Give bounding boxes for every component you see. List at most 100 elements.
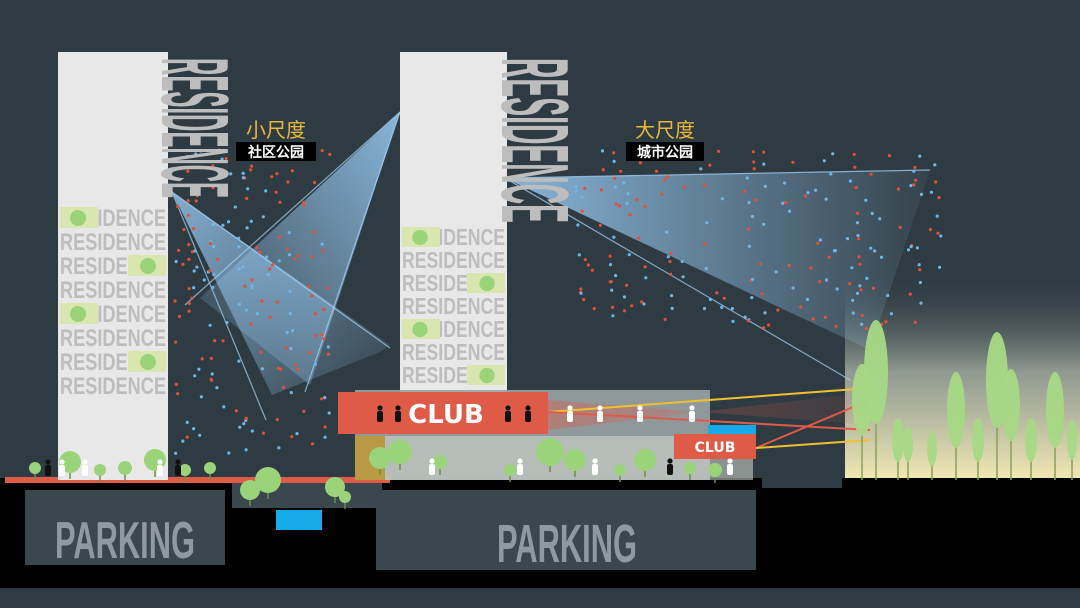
parking-left: PARKING	[25, 490, 225, 570]
activity-dot	[200, 357, 204, 361]
activity-dot	[743, 315, 747, 319]
activity-dot	[211, 222, 215, 227]
activity-dot	[302, 409, 306, 413]
activity-dot	[703, 183, 707, 187]
activity-dot	[249, 219, 253, 223]
activity-dot	[608, 263, 613, 267]
activity-dot	[245, 196, 249, 201]
person-icon	[727, 458, 733, 475]
activity-dot	[266, 272, 271, 277]
activity-dot	[635, 198, 639, 202]
activity-dot	[829, 172, 833, 176]
activity-dot	[644, 276, 648, 280]
club-view-wedge	[548, 392, 870, 430]
activity-dot	[193, 249, 197, 253]
activity-dot	[182, 228, 186, 232]
activity-dot	[763, 311, 767, 315]
activity-dot	[580, 195, 584, 199]
activity-dot	[192, 286, 196, 290]
activity-dot	[268, 315, 272, 320]
activity-dot	[322, 337, 326, 341]
residence-row-label: RESIDENCE	[60, 325, 166, 352]
club-annex-roof	[708, 425, 756, 435]
activity-dot	[275, 172, 279, 176]
activity-dot	[202, 278, 206, 282]
parking-left-block	[25, 490, 225, 565]
activity-dot	[612, 151, 616, 155]
activity-dot	[601, 168, 605, 172]
tree-icon	[1025, 418, 1037, 462]
activity-dot	[320, 149, 324, 153]
person-icon	[567, 405, 573, 422]
activity-dot	[747, 244, 752, 248]
activity-dot	[302, 203, 306, 207]
activity-dot	[187, 257, 191, 261]
person-icon	[592, 458, 598, 475]
activity-dot	[326, 286, 330, 290]
activity-dot	[241, 265, 245, 269]
activity-dot	[224, 156, 228, 161]
activity-dot	[320, 397, 324, 401]
activity-dot	[576, 223, 580, 227]
activity-dot	[609, 280, 613, 284]
tree-icon	[433, 455, 447, 469]
activity-dot	[314, 334, 318, 338]
activity-dot	[174, 259, 178, 264]
parking-center-label: PARKING	[497, 514, 637, 574]
activity-dot	[243, 284, 247, 288]
base-strip	[0, 588, 1080, 608]
tree-icon	[70, 306, 86, 322]
activity-dot	[848, 282, 852, 286]
activity-dot	[898, 225, 902, 229]
activity-dot	[612, 235, 616, 239]
activity-dot	[285, 247, 289, 251]
activity-dot	[834, 324, 838, 328]
activity-dot	[181, 262, 185, 266]
activity-dot	[619, 169, 623, 173]
small-scale-sub: 社区公园	[247, 144, 304, 161]
activity-dot	[935, 214, 939, 218]
activity-dot	[852, 152, 856, 157]
activity-dot	[177, 314, 182, 318]
activity-dot	[302, 200, 306, 204]
activity-dot	[720, 305, 724, 309]
activity-dot	[237, 359, 241, 363]
small-scale-title: 小尺度	[246, 118, 306, 142]
activity-dot	[873, 249, 877, 253]
person-icon	[597, 405, 603, 422]
activity-dot	[708, 297, 713, 301]
activity-dot	[600, 149, 605, 153]
activity-dot	[295, 432, 299, 436]
activity-dot	[592, 307, 596, 311]
tree-icon	[204, 462, 216, 474]
activity-dot	[323, 435, 327, 439]
activity-dot	[312, 230, 316, 234]
activity-dot	[310, 442, 315, 446]
activity-dot	[665, 230, 669, 234]
activity-dot	[220, 157, 224, 161]
activity-dot	[261, 431, 265, 435]
activity-dot	[221, 339, 225, 343]
activity-dot	[579, 287, 583, 291]
activity-dot	[640, 300, 644, 304]
activity-dot	[209, 356, 213, 360]
activity-dot	[776, 308, 780, 312]
activity-dot	[190, 296, 194, 300]
activity-dot	[919, 192, 924, 196]
activity-dot	[574, 185, 578, 189]
activity-dot	[278, 200, 282, 204]
beam-edge	[504, 177, 851, 381]
person-icon	[377, 405, 383, 422]
activity-dot	[702, 242, 707, 246]
activity-dot	[762, 222, 766, 226]
activity-dot	[784, 200, 788, 205]
activity-dot	[582, 298, 586, 302]
activity-dot	[291, 329, 295, 333]
tree-icon	[479, 367, 495, 384]
activity-dot	[913, 165, 917, 169]
tree-icon	[369, 447, 391, 469]
activity-dot	[284, 346, 288, 350]
activity-dot	[249, 168, 253, 172]
